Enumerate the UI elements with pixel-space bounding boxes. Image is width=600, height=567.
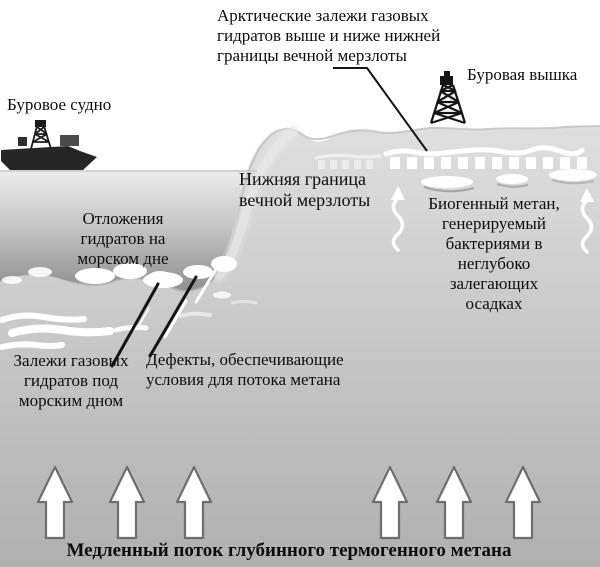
- biogenic-methane-label: Биогенный метан, генерируемый бактериями…: [428, 194, 560, 314]
- drill-rig-label: Буровая вышка: [467, 65, 578, 84]
- title-pointer-line: [333, 67, 428, 152]
- defect-fault-lines: [110, 269, 217, 368]
- defects-label: Дефекты, обеспечивающие условия для пото…: [146, 350, 344, 390]
- methane-seep-arrow-icon: [391, 186, 594, 254]
- seafloor-hydrates-label: Отложения гидратов на морском дне: [77, 209, 169, 269]
- sea-water: [0, 170, 257, 297]
- seabed-and-land: [0, 125, 600, 567]
- drill-ship-icon: [1, 120, 97, 170]
- gas-hydrate-band: [314, 145, 597, 193]
- subseafloor-hydrates-label: Залежи газовых гидратов под морским дном: [13, 351, 129, 411]
- seafloor-hydrate-mounds: [2, 256, 237, 288]
- drill-ship-label: Буровое судно: [7, 95, 112, 114]
- diagram-title: Арктические залежи газовых гидратов выше…: [217, 6, 441, 66]
- permafrost-boundary-label: Нижняя граница вечной мерзлоты: [239, 169, 371, 211]
- subseafloor-hydrate-layers: [0, 291, 258, 350]
- drill-rig-icon: [429, 71, 467, 125]
- thermogenic-flow-label: Медленный поток глубинного термогенного …: [66, 540, 512, 561]
- land-surface-edge: [218, 125, 600, 277]
